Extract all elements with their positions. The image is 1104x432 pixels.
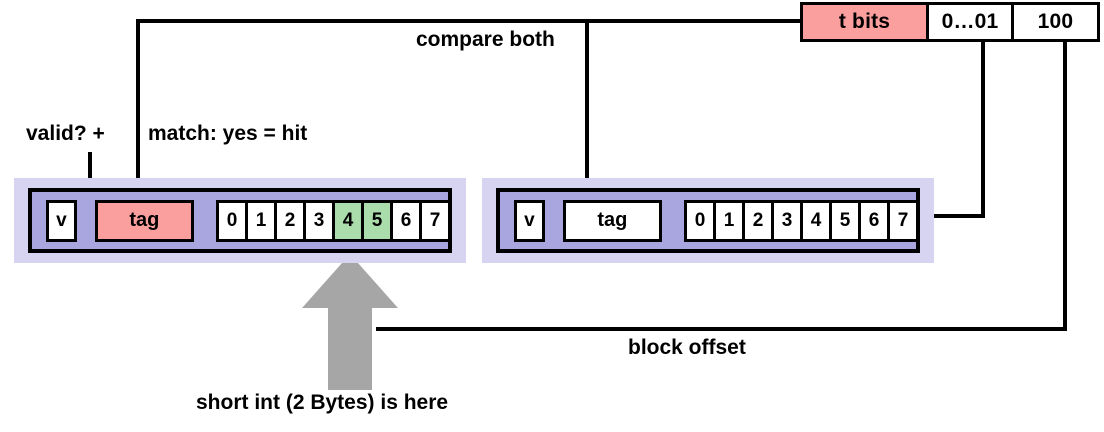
label-divider bbox=[136, 118, 139, 148]
connector-index-vertical bbox=[981, 42, 985, 217]
cache-line-0-valid-bit: v bbox=[46, 199, 77, 242]
cache-line-0-byte-5: 5 bbox=[361, 199, 393, 242]
label-match-yes-hit: match: yes = hit bbox=[148, 122, 308, 145]
connector-tag-to-line0 bbox=[136, 19, 140, 199]
connector-tag-field-stub bbox=[786, 19, 808, 23]
connector-tag-bus-horizontal bbox=[136, 19, 804, 23]
cache-line-1-byte-0: 0 bbox=[684, 199, 716, 242]
cache-line-1-byte-3: 3 bbox=[771, 199, 803, 242]
cache-line-1-byte-4: 4 bbox=[800, 199, 832, 242]
cache-line-1-byte-7: 7 bbox=[887, 199, 919, 242]
address-index-field[interactable]: 0…01 bbox=[929, 5, 1014, 39]
cache-line-0-byte-strip: 0 1 2 3 4 5 6 7 bbox=[216, 199, 451, 242]
cache-line-0-byte-6: 6 bbox=[390, 199, 422, 242]
cache-line-1-byte-5: 5 bbox=[829, 199, 861, 242]
memory-address-bar: t bits 0…01 100 bbox=[800, 2, 1100, 42]
label-short-int-location: short int (2 Bytes) is here bbox=[196, 391, 449, 414]
label-compare-both: compare both bbox=[416, 28, 555, 51]
cache-line-1-byte-strip: 0 1 2 3 4 5 6 7 bbox=[684, 199, 919, 242]
connector-tag-to-line1 bbox=[585, 19, 589, 199]
label-valid: valid? + bbox=[26, 122, 105, 145]
cache-set-0: v tag 0 1 2 3 4 5 6 7 bbox=[14, 178, 466, 263]
cache-line-1-byte-6: 6 bbox=[858, 199, 890, 242]
connector-offset-horizontal bbox=[376, 327, 1067, 331]
cache-line-1[interactable]: v tag 0 1 2 3 4 5 6 7 bbox=[496, 188, 920, 253]
cache-line-0[interactable]: v tag 0 1 2 3 4 5 6 7 bbox=[28, 188, 452, 253]
connector-valid-to-line0 bbox=[88, 152, 92, 200]
cache-line-0-byte-3: 3 bbox=[303, 199, 335, 242]
address-block-offset-field[interactable]: 100 bbox=[1014, 5, 1097, 39]
cache-line-1-byte-2: 2 bbox=[742, 199, 774, 242]
cache-line-0-byte-2: 2 bbox=[274, 199, 306, 242]
label-block-offset: block offset bbox=[628, 336, 746, 359]
cache-set-1: v tag 0 1 2 3 4 5 6 7 bbox=[482, 178, 934, 263]
cache-line-1-tag: tag bbox=[562, 199, 662, 242]
connector-index-horizontal bbox=[929, 214, 985, 218]
byte-pointer-arrow bbox=[302, 254, 398, 390]
cache-line-0-tag: tag bbox=[94, 199, 194, 242]
cache-line-0-byte-1: 1 bbox=[245, 199, 277, 242]
cache-line-1-valid-bit: v bbox=[514, 199, 545, 242]
connector-offset-vertical bbox=[1063, 42, 1067, 331]
cache-line-0-byte-0: 0 bbox=[216, 199, 248, 242]
cache-line-0-byte-7: 7 bbox=[419, 199, 451, 242]
address-tag-field[interactable]: t bits bbox=[803, 5, 929, 39]
cache-line-1-byte-1: 1 bbox=[713, 199, 745, 242]
cache-line-0-byte-4: 4 bbox=[332, 199, 364, 242]
